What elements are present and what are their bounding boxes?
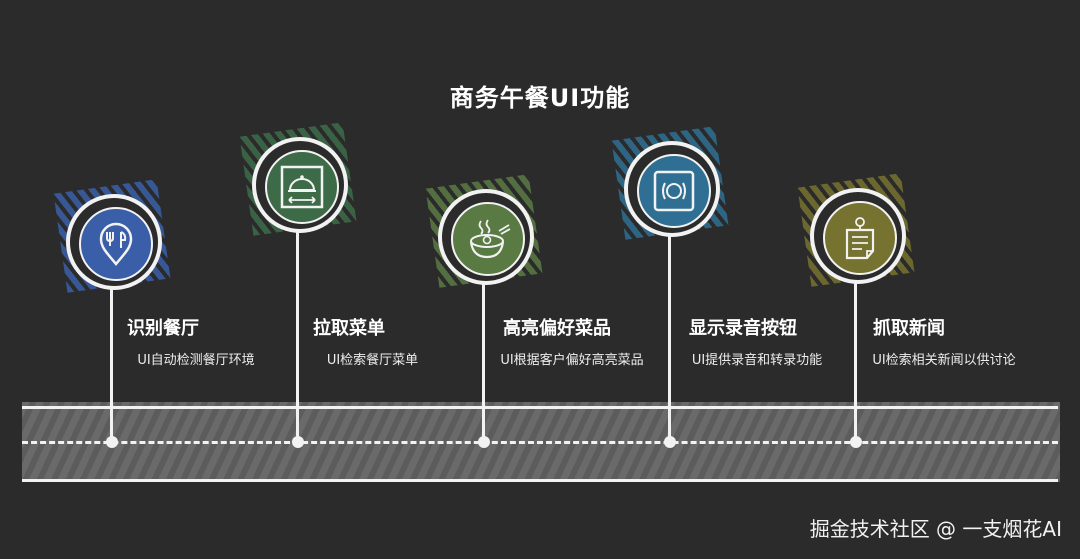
step-2-icon-circle bbox=[265, 150, 339, 224]
restaurant-pin-icon bbox=[99, 222, 133, 266]
step-4-description: UI提供录音和转录功能 bbox=[691, 353, 823, 368]
step-3-icon-circle bbox=[451, 202, 525, 276]
road-bottom-line bbox=[22, 479, 1058, 482]
step-1-node bbox=[53, 179, 171, 293]
road-center-dashed-line bbox=[22, 441, 1058, 444]
step-1-icon-circle bbox=[79, 207, 153, 281]
step-2-node bbox=[239, 122, 357, 236]
step-2-ring bbox=[252, 137, 348, 233]
step-5-icon-circle bbox=[823, 201, 897, 275]
step-4-stem bbox=[668, 232, 671, 442]
step-3-description: UI根据客户偏好高亮菜品 bbox=[500, 353, 644, 368]
step-5-dot bbox=[850, 436, 862, 448]
step-4-node bbox=[611, 126, 729, 240]
diagram-title: 商务午餐UI功能 bbox=[449, 84, 631, 112]
step-4-icon-circle bbox=[637, 154, 711, 228]
step-5-label: 抓取新闻 bbox=[873, 318, 945, 339]
step-2-label: 拉取菜单 bbox=[313, 318, 385, 339]
step-2-description: UI检索餐厅菜单 bbox=[326, 353, 419, 368]
step-3-ring bbox=[438, 189, 534, 285]
step-2-stem bbox=[296, 228, 299, 442]
step-1-ring bbox=[66, 194, 162, 290]
serving-cloche-icon bbox=[280, 165, 324, 209]
road-top-line bbox=[22, 406, 1058, 409]
step-5-ring bbox=[810, 188, 906, 284]
step-3-dot bbox=[478, 436, 490, 448]
step-5-node bbox=[797, 173, 915, 287]
step-1-dot bbox=[106, 436, 118, 448]
step-1-stem bbox=[110, 285, 113, 442]
step-3-stem bbox=[482, 280, 485, 442]
news-document-icon bbox=[845, 217, 875, 260]
step-4-ring bbox=[624, 141, 720, 237]
step-3-node bbox=[425, 174, 543, 288]
step-5-stem bbox=[854, 279, 857, 442]
step-2-dot bbox=[292, 436, 304, 448]
watermark: 掘金技术社区 @ 一支烟花AI bbox=[809, 517, 1062, 541]
noodle-bowl-icon bbox=[469, 219, 511, 259]
step-4-label: 显示录音按钮 bbox=[689, 318, 797, 339]
step-3-label: 高亮偏好菜品 bbox=[503, 318, 611, 339]
step-5-description: UI检索相关新闻以供讨论 bbox=[872, 353, 1016, 368]
step-1-description: UI自动检测餐厅环境 bbox=[137, 353, 255, 368]
step-4-dot bbox=[664, 436, 676, 448]
step-1-label: 识别餐厅 bbox=[127, 318, 199, 339]
record-button-icon bbox=[653, 170, 695, 212]
